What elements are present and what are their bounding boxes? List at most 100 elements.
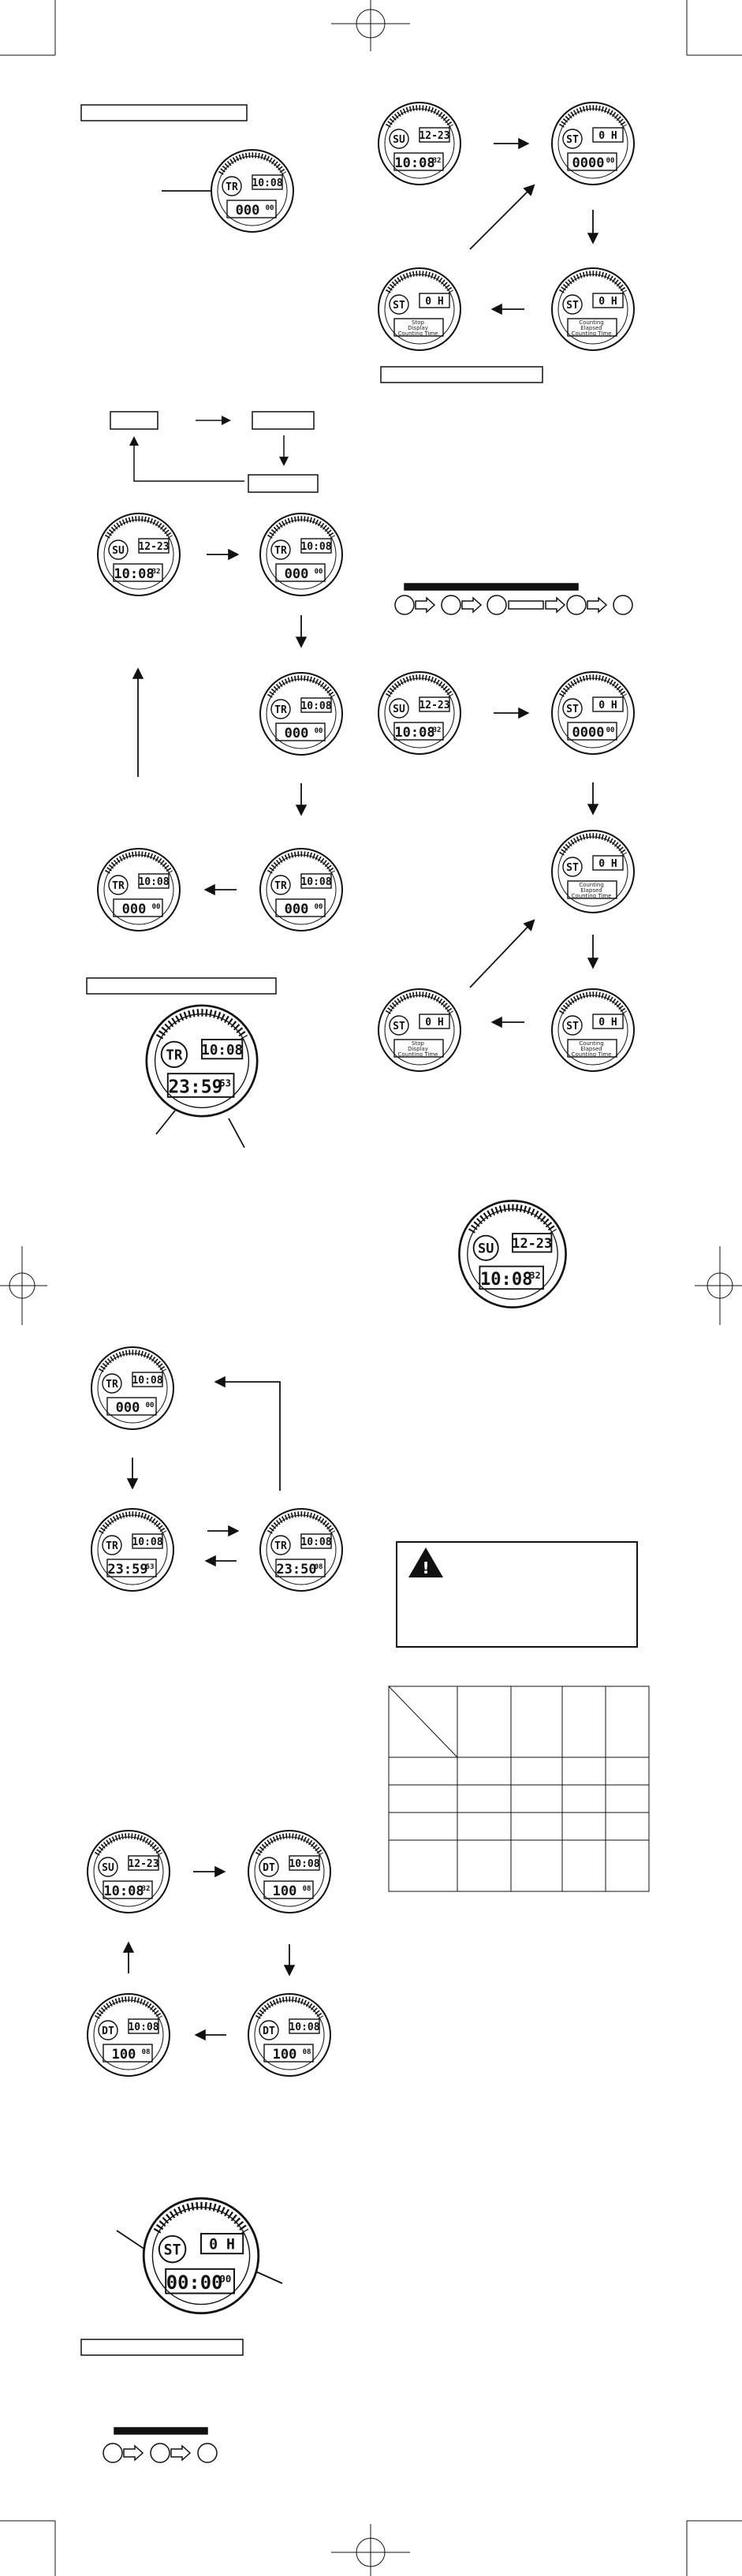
main-display: 0000	[572, 155, 605, 171]
main-display: 000	[116, 1400, 140, 1416]
seconds-display: 00	[315, 903, 323, 911]
seconds-display: 00	[315, 568, 323, 576]
flow-arrows	[116, 137, 599, 2284]
mode-indicator: ST	[393, 300, 405, 312]
mode-indicator: ST	[566, 862, 579, 874]
note-line: Elapsed	[580, 1046, 602, 1052]
time-display: 10:08	[289, 2022, 319, 2033]
main-display: 23:59	[168, 1077, 222, 1098]
seconds-display: 08	[315, 1563, 323, 1571]
seconds-display: 00	[606, 726, 615, 734]
top-display: 0 H	[209, 2237, 235, 2253]
flow-diagram-boxes	[110, 411, 319, 493]
note-line: Elapsed	[580, 887, 602, 894]
mode-indicator: TR	[274, 545, 287, 557]
seconds-display: 32	[152, 568, 161, 576]
time-display: 10:08	[289, 1858, 319, 1870]
note-line: Counting	[579, 882, 604, 888]
mode-indicator: ST	[164, 2242, 181, 2259]
top-display: 0 H	[598, 130, 617, 142]
mode-indicator: TR	[274, 704, 287, 716]
time-display: 10:08	[103, 1883, 144, 1899]
main-display: 0000	[572, 725, 605, 741]
mode-indicator: TR	[112, 880, 125, 892]
time-display: 10:08	[252, 177, 282, 189]
mode-indicator: ST	[566, 134, 579, 146]
seconds-display: 00	[315, 727, 323, 735]
mode-indicator: ST	[566, 1021, 579, 1032]
seconds-display: 53	[219, 1077, 231, 1088]
main-display: 100	[273, 2047, 297, 2063]
note-line: Counting	[579, 319, 604, 326]
seconds-display: 00	[266, 204, 274, 212]
mode-indicator: ST	[566, 300, 579, 312]
button-sequence-bottom	[103, 2427, 218, 2463]
seconds-display: 32	[530, 1270, 541, 1281]
top-display: 0 H	[598, 858, 617, 870]
top-display: 0 H	[425, 296, 443, 308]
heading-boxes	[80, 104, 543, 2356]
time-display: 10:08	[128, 2022, 158, 2033]
time-display: 10:08	[132, 1536, 162, 1548]
date-display: 12-23	[128, 1858, 158, 1870]
main-display: 000	[122, 902, 147, 917]
mode-indicator: SU	[102, 1862, 114, 1874]
mode-indicator: TR	[274, 880, 287, 892]
note-line: Display	[408, 1046, 428, 1052]
note-line: Stop	[412, 319, 424, 326]
seconds-display: 00	[219, 2273, 231, 2285]
seconds-display: 32	[142, 1885, 151, 1893]
time-display: 10:08	[201, 1043, 243, 1058]
time-display: 10:08	[300, 1536, 331, 1548]
warning-box: !	[396, 1541, 638, 1648]
watch-face: DT 10:08 100 08	[248, 1994, 330, 2076]
date-display: 12-23	[419, 130, 449, 142]
top-display: 0 H	[598, 1017, 617, 1029]
mode-indicator: TR	[166, 1048, 183, 1064]
mode-indicator: ST	[393, 1021, 405, 1032]
main-display: 23:50	[276, 1562, 316, 1577]
main-display: 000	[285, 566, 309, 582]
mode-indicator: DT	[263, 1862, 275, 1874]
top-display: 0 H	[598, 296, 617, 308]
main-display: 00:00	[166, 2272, 223, 2294]
note-line: Elapsed	[580, 325, 602, 331]
seconds-display: 08	[303, 2048, 311, 2056]
note-line: Counting Time	[398, 330, 438, 337]
time-display: 10:08	[138, 876, 169, 888]
mode-indicator: ST	[566, 704, 579, 715]
seconds-display: 00	[146, 1402, 155, 1409]
time-display: 10:08	[300, 876, 331, 888]
mode-indicator: DT	[102, 2025, 114, 2037]
note-line: Counting Time	[572, 1051, 612, 1058]
main-display: 000	[236, 203, 260, 218]
mode-indicator: TR	[106, 1379, 118, 1391]
main-display: 100	[112, 2047, 136, 2063]
mode-indicator: DT	[263, 2025, 275, 2037]
date-display: 12-23	[138, 541, 169, 553]
mode-indicator: SU	[478, 1241, 494, 1256]
mode-indicator: SU	[393, 134, 405, 146]
mode-indicator: TR	[274, 1540, 287, 1552]
seconds-display: 00	[606, 157, 615, 165]
note-line: Stop	[412, 1040, 424, 1047]
mode-indicator: SU	[112, 545, 125, 557]
seconds-display: 08	[303, 1885, 311, 1893]
